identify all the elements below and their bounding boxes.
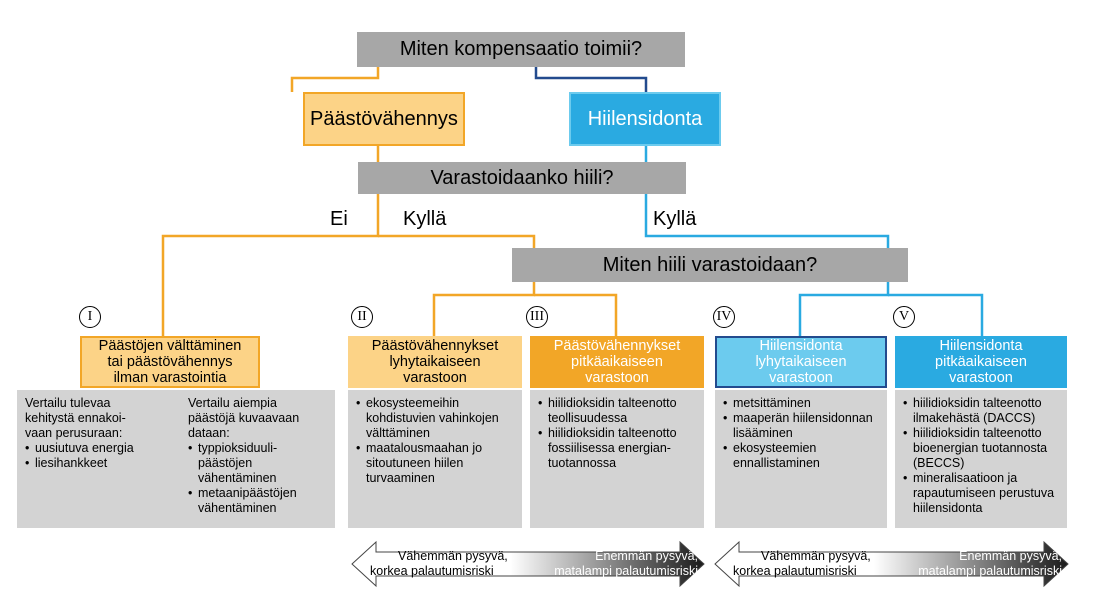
store-question-box: Varastoidaanko hiili? [358,162,686,194]
carbon-sequestration-text: Hiilensidonta [587,107,703,130]
numeral-circle-1: I [79,306,101,328]
numeral-circle-2: II [351,306,373,328]
category-1-details: Vertailu tulevaa kehitystä ennakoi- vaan… [17,390,335,528]
list-item: hiilidioksidin talteenottofossiilisessa … [538,426,696,471]
list-item: uusiutuva energia [25,441,174,456]
arrow-right-more-text: Enemmän pysyvä, matalampi palautumisrisk… [918,549,1062,578]
category-1-box: Päästöjen välttäminen tai päästövähennys… [80,336,260,388]
label-yes-right: Kyllä [653,208,697,230]
arrow-left-less-text: Vähemmän pysyvä, korkea palautumisriski [370,549,508,578]
top-question-box: Miten kompensaatio toimii? [357,32,685,67]
category-5-box: Hiilensidonta pitkäaikaiseen varastoon [895,336,1067,388]
store-question-text: Varastoidaanko hiili? [430,166,614,189]
carbon-sequestration-box: Hiilensidonta [569,92,721,146]
numeral-circle-3: III [526,306,548,328]
how-stored-box: Miten hiili varastoidaan? [512,248,908,282]
category-3-details: hiilidioksidin talteenottoteollisuudessa… [530,390,704,528]
category-4-details: metsittäminen maaperän hiilensidonnanlis… [715,390,887,528]
arrow-left-more-text: Enemmän pysyvä, matalampi palautumisrisk… [554,549,698,578]
category-3-box: Päästövähennykset pitkäaikaiseen varasto… [530,336,704,388]
how-stored-text: Miten hiili varastoidaan? [602,253,818,276]
category-2-box: Päästövähennykset lyhytaikaiseen varasto… [348,336,522,388]
emission-reduction-box: Päästövähennys [303,92,465,146]
numeral-circle-5: V [893,306,915,328]
top-question-text: Miten kompensaatio toimii? [399,38,643,60]
category-4-box: Hiilensidonta lyhytaikaiseen varastoon [715,336,887,388]
label-yes-left: Kyllä [403,208,447,230]
list-item: metsittäminen [723,396,879,411]
list-item: liesihankkeet [25,456,174,471]
arrow-right-less-text: Vähemmän pysyvä, korkea palautumisriski [733,549,871,578]
label-no: Ei [330,208,348,230]
emission-reduction-text: Päästövähennys [310,107,458,130]
numeral-circle-4: IV [713,306,735,328]
